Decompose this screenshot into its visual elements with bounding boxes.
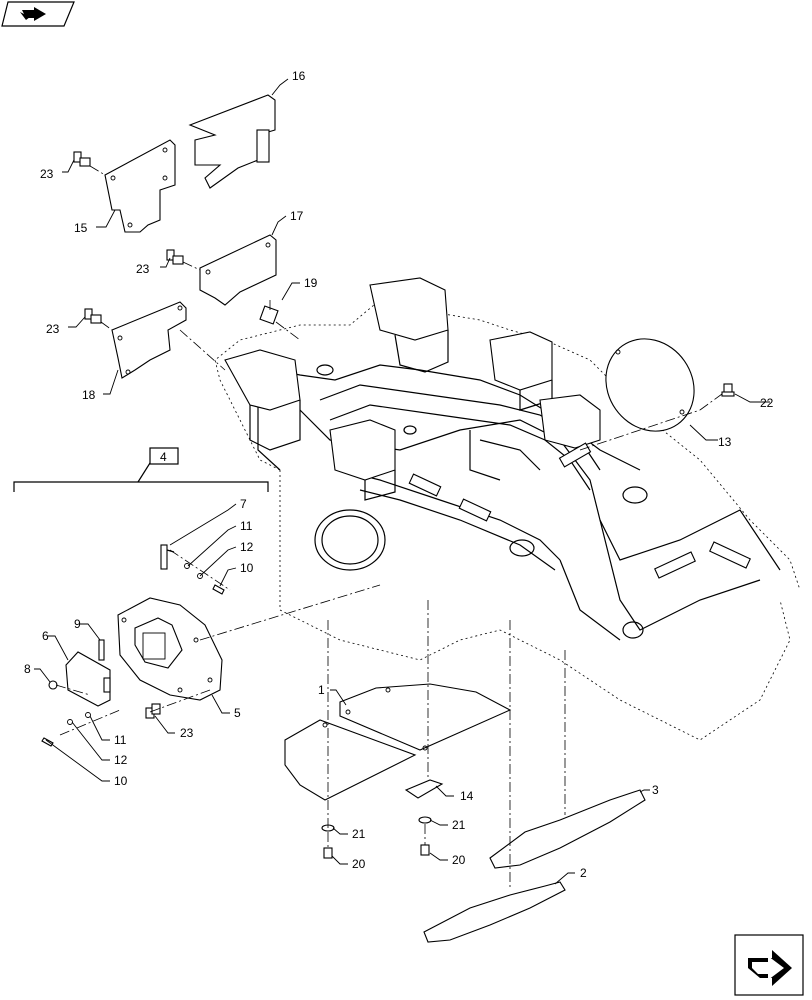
callout-21[interactable]: 21 xyxy=(352,827,366,841)
callout-18[interactable]: 18 xyxy=(82,388,96,402)
callout-23[interactable]: 23 xyxy=(46,322,60,336)
part-7-latch xyxy=(160,544,175,570)
callout-4[interactable]: 4 xyxy=(160,450,167,464)
callout-7[interactable]: 7 xyxy=(240,497,247,511)
main-frame xyxy=(214,277,801,741)
assembly-lines xyxy=(55,165,723,890)
callout-13[interactable]: 13 xyxy=(718,435,732,449)
part-2-skid-plate xyxy=(423,881,566,943)
callout-12[interactable]: 12 xyxy=(114,753,128,767)
callout-17[interactable]: 17 xyxy=(290,209,304,223)
callout-labels: 16 23 15 17 23 19 23 18 22 13 4 7 11 12 … xyxy=(24,69,774,880)
part-15-cover-plate xyxy=(104,139,176,233)
callout-23[interactable]: 23 xyxy=(136,262,150,276)
part-6-door xyxy=(65,651,111,707)
callout-15[interactable]: 15 xyxy=(74,221,88,235)
callout-11[interactable]: 11 xyxy=(240,519,253,533)
callout-10[interactable]: 10 xyxy=(240,561,254,575)
part-22-bolt xyxy=(721,383,735,397)
part-14-bracket xyxy=(404,779,444,799)
callout-9[interactable]: 9 xyxy=(74,617,81,631)
part-19-gasket xyxy=(259,305,279,325)
callout-19[interactable]: 19 xyxy=(304,276,318,290)
callout-22[interactable]: 22 xyxy=(760,396,774,410)
next-page-icon[interactable] xyxy=(734,934,804,996)
previous-page-icon[interactable] xyxy=(1,1,75,27)
callout-20[interactable]: 20 xyxy=(352,857,366,871)
callout-12[interactable]: 12 xyxy=(240,540,254,554)
callout-10[interactable]: 10 xyxy=(114,774,128,788)
part-16-cover-plate xyxy=(188,94,276,189)
part-3-skid-plate xyxy=(489,789,646,869)
callout-16[interactable]: 16 xyxy=(292,69,306,83)
part-9-pin xyxy=(98,639,105,661)
part-5-access-plate xyxy=(117,597,223,701)
callout-6[interactable]: 6 xyxy=(42,629,49,643)
part-23-bolts xyxy=(73,151,184,719)
small-fasteners xyxy=(41,563,225,747)
part-1-bottom-plates xyxy=(284,683,512,801)
part-13-round-cover xyxy=(605,338,695,432)
callout-1[interactable]: 1 xyxy=(318,683,325,697)
callout-11[interactable]: 11 xyxy=(114,733,127,747)
callout-5[interactable]: 5 xyxy=(234,706,241,720)
callout-3[interactable]: 3 xyxy=(652,783,659,797)
leader-lines xyxy=(34,78,770,885)
callout-23[interactable]: 23 xyxy=(180,726,194,740)
callout-21[interactable]: 21 xyxy=(452,818,466,832)
part-17-cover-plate xyxy=(199,234,277,306)
part-20-21-bolts-washers xyxy=(321,816,432,859)
group-4-bracket xyxy=(13,447,269,492)
callout-23[interactable]: 23 xyxy=(40,167,54,181)
callout-20[interactable]: 20 xyxy=(452,853,466,867)
callout-14[interactable]: 14 xyxy=(460,789,474,803)
part-18-cover-plate xyxy=(111,301,187,379)
callout-8[interactable]: 8 xyxy=(24,662,31,676)
callout-2[interactable]: 2 xyxy=(580,866,587,880)
